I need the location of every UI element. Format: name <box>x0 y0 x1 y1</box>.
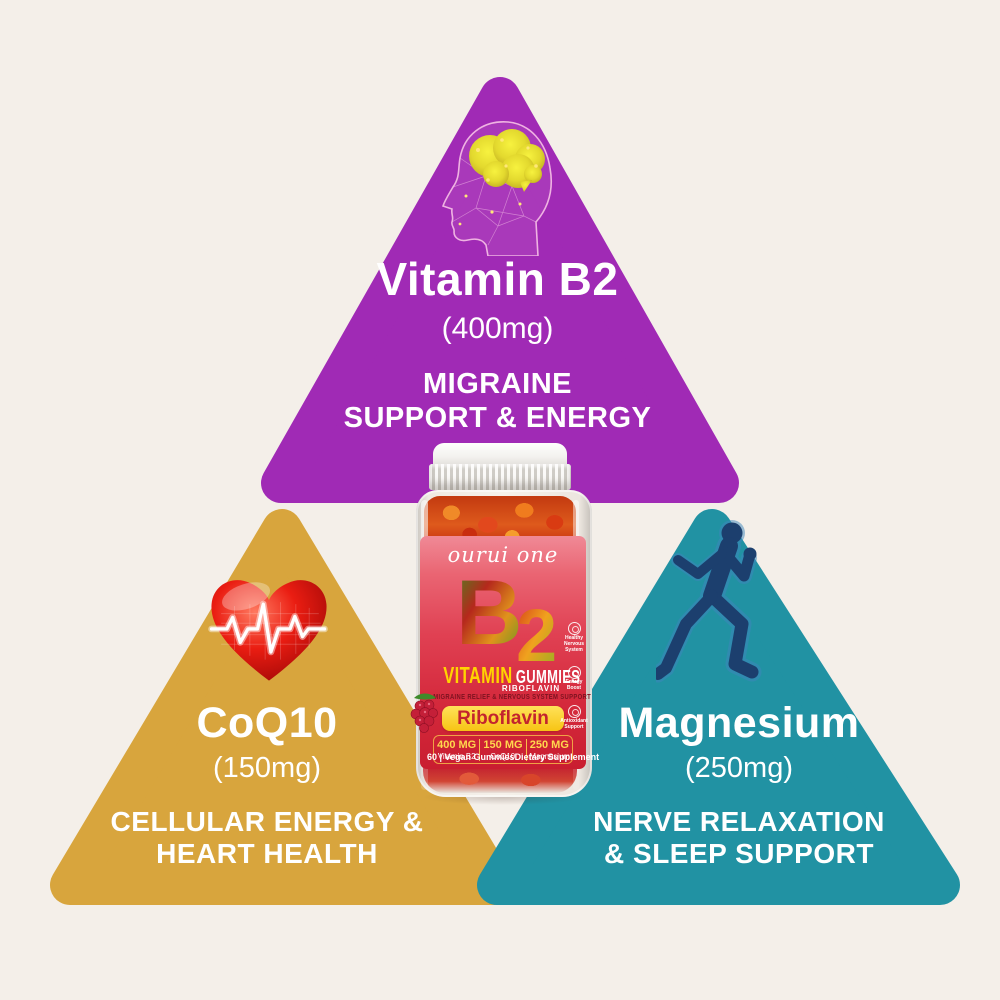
brand-name: ourui one <box>447 543 559 567</box>
dose-magnesium: 250 MG Magnesium <box>525 739 572 761</box>
badge-seal-icon <box>567 622 581 635</box>
coq10-dose: (150mg) <box>213 752 321 784</box>
gummy-count: 60 | Vegan Gummies <box>427 752 515 762</box>
vitamin-b2-dose: (400mg) <box>441 312 554 345</box>
coq10-title: CoQ10 <box>196 699 338 747</box>
running-man-icon <box>656 520 762 683</box>
coq10-benefit: CELLULAR ENERGY & HEART HEALTH <box>110 806 424 870</box>
supplement-type: Dietary Supplement <box>514 752 600 762</box>
word-gummies: GUMMIES <box>515 667 581 687</box>
magnesium-title: Magnesium <box>618 699 860 747</box>
bottle-cap-top <box>433 443 567 468</box>
dose-coq10: 150 MG CoQ10 <box>479 739 525 761</box>
badge-energy-boost: Energy Boost <box>559 666 589 692</box>
dose-vitamin-b2: 400 MG Vitamin B2 <box>437 739 477 761</box>
riboflavin-banner: Riboflavin <box>442 706 564 731</box>
badge-seal-icon <box>567 704 581 718</box>
teal-triangle <box>477 509 960 905</box>
gold-triangle <box>50 509 515 905</box>
magnesium-caption: Magnesium (250mg) NERVE RELAXATION & SLE… <box>543 699 935 871</box>
vitamin-b2-benefit: MIGRAINE SUPPORT & ENERGY <box>343 368 652 434</box>
riboflavin-subtitle: RIBOFLAVIN <box>501 684 561 693</box>
heart-ekg-icon <box>208 580 328 681</box>
svg-text:2: 2 <box>516 594 557 664</box>
label-badges: Healthy Nervous System Energy Boost Anti… <box>559 622 589 743</box>
magnesium-benefit: NERVE RELAXATION & SLEEP SUPPORT <box>593 806 885 870</box>
gummies-visible-bottom <box>423 767 577 793</box>
svg-text:B: B <box>456 564 522 664</box>
b2-fruit-letters: B 2 <box>456 564 557 664</box>
bottle-cap-ribbed <box>429 464 571 490</box>
badge-seal-icon <box>567 666 581 680</box>
badge-antioxidant: Antioxidant Support <box>559 704 589 731</box>
label-bottom-row: 60 | Vegan Gummies Dietary Supplement <box>427 752 599 762</box>
raspberry-icon <box>410 693 438 733</box>
coq10-caption: CoQ10 (150mg) CELLULAR ENERGY & HEART HE… <box>78 699 456 871</box>
bottle-label: ourui one B 2 VITAMIN GUMMIES <box>420 536 599 769</box>
dose-panel: 400 MG Vitamin B2 150 MG CoQ10 250 MG Ma… <box>433 735 573 764</box>
vitamin-b2-caption: Vitamin B2 (400mg) MIGRAINE SUPPORT & EN… <box>300 252 695 435</box>
vitamin-b2-title: Vitamin B2 <box>376 253 619 305</box>
product-name-line: VITAMIN GUMMIES <box>443 662 580 689</box>
brain-network-icon <box>441 121 552 256</box>
label-claim: MIGRAINE RELIEF & NERVOUS SYSTEM SUPPORT <box>433 694 592 701</box>
badge-nervous-system: Healthy Nervous System <box>559 622 589 653</box>
word-vitamin: VITAMIN <box>443 662 513 688</box>
magnesium-dose: (250mg) <box>685 752 793 784</box>
